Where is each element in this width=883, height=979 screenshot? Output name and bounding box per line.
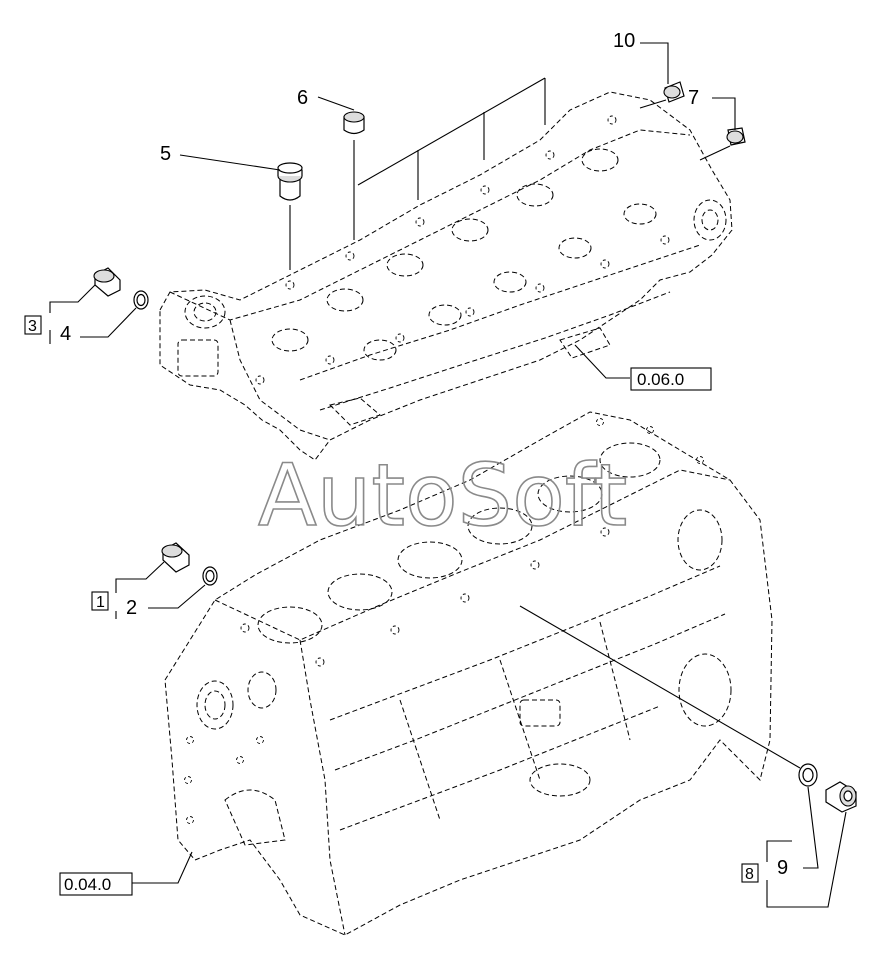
ref-box-cylinder-head: 0.06.0 [630,367,712,391]
cylinder-block [164,411,773,936]
plug-10 [663,81,685,103]
washer-9 [798,763,818,787]
callout-8-box: 8 [741,863,759,883]
cylinder-block-bolt-holes [184,418,704,824]
callout-9: 9 [777,857,788,879]
ref-0-04-0: 0.04.0 [64,875,111,894]
washer-2 [202,566,218,586]
callout-7: 7 [688,87,699,109]
plug-5 [277,162,303,201]
cylinder-head-bolt-holes [255,115,670,385]
callout-labels: 10 7 6 5 4 2 9 3 1 8 0.06.0 0.04.0 [24,30,788,896]
ref-0-06-0: 0.06.0 [637,370,684,389]
cylinder-bores [257,442,661,644]
callout-10: 10 [613,30,635,52]
cylinder-head [159,91,733,461]
washer-4 [133,290,149,310]
callout-6: 6 [297,87,308,109]
plug-1 [161,542,190,573]
callout-3: 3 [28,318,37,335]
callout-5: 5 [160,143,171,165]
ref-box-cylinder-block: 0.04.0 [59,872,133,896]
leader-lines [49,42,847,908]
plug-7 [726,127,746,146]
plug-6 [343,111,365,135]
plug-8 [825,781,857,813]
callout-4: 4 [60,323,71,345]
callout-1: 1 [96,594,105,611]
callout-1-box: 1 [91,591,109,611]
watermark-text: AutoSoft [258,446,627,546]
callout-8: 8 [745,866,754,883]
callout-2: 2 [126,597,137,619]
cylinder-head-bosses [271,148,727,361]
plug-3 [93,267,121,297]
callout-3-box: 3 [24,315,42,335]
